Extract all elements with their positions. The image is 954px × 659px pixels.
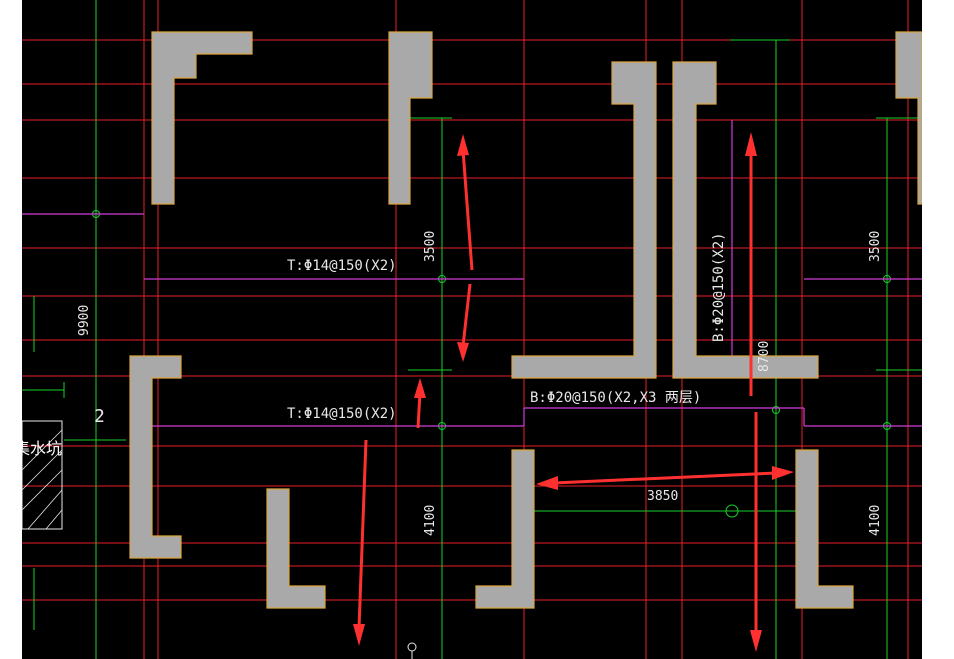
sump-hatch-4 xyxy=(27,489,63,530)
wall-bottom-mid xyxy=(475,449,535,609)
annotation-arrows xyxy=(353,132,794,652)
wall-top-mid xyxy=(388,31,433,205)
slab-boundary-lines xyxy=(22,120,922,427)
arrow-down-right-head xyxy=(750,630,762,652)
dimension-3500-mid: 3500 xyxy=(423,231,438,262)
arrow-down-left-head xyxy=(353,624,365,646)
dimension-9900: 9900 xyxy=(77,305,92,336)
arrow-up-upper xyxy=(461,149,474,271)
arrow-horizontal xyxy=(553,471,777,485)
concrete-walls xyxy=(129,31,923,609)
top-rebar-label-upper: T:Φ14@150(X2) xyxy=(287,258,397,274)
top-rebar-label-lower: T:Φ14@150(X2) xyxy=(287,406,397,422)
bottom-marker xyxy=(407,642,417,659)
wall-center-left xyxy=(511,61,657,379)
wall-mid-left xyxy=(129,355,182,559)
dimension-8700: 8700 xyxy=(757,341,772,372)
arrow-up-upper-head xyxy=(457,134,469,156)
sump-pit-outline xyxy=(21,420,63,530)
bottom-rebar-label-horizontal: B:Φ20@150(X2,X3 两层) xyxy=(530,390,701,406)
sump-hatch-5 xyxy=(45,509,63,530)
dimension-3500-right: 3500 xyxy=(868,231,883,262)
dimension-4100-right: 4100 xyxy=(868,505,883,536)
sump-pit-label: 集水坑 xyxy=(14,439,62,458)
sump-pit xyxy=(21,420,63,530)
sump-hatch-1 xyxy=(21,429,63,471)
axis-node-4 xyxy=(772,406,780,414)
dimension-3850: 3850 xyxy=(647,489,678,504)
arrow-down-upper-head xyxy=(457,342,469,362)
arrow-horizontal-right-head xyxy=(772,466,794,480)
bottom-rebar-label-vertical: B:Φ20@150(X2) xyxy=(711,232,727,342)
dimension-4100-mid: 4100 xyxy=(423,505,438,536)
arrow-down-upper xyxy=(461,283,472,347)
axis-node-7 xyxy=(725,504,739,518)
wall-top-left xyxy=(151,31,253,205)
arrow-up-short-head xyxy=(414,378,426,398)
wall-center-right xyxy=(672,61,819,379)
wall-bottom-left xyxy=(266,488,326,609)
sump-hatch-3 xyxy=(21,469,63,511)
wall-bottom-right xyxy=(795,449,854,609)
arrow-horizontal-left-head xyxy=(536,476,558,490)
arrow-up-right-head xyxy=(745,132,757,156)
axis-number-label: 2 xyxy=(94,406,105,427)
sump-hatch-2 xyxy=(21,449,63,491)
arrow-down-left xyxy=(357,439,368,629)
